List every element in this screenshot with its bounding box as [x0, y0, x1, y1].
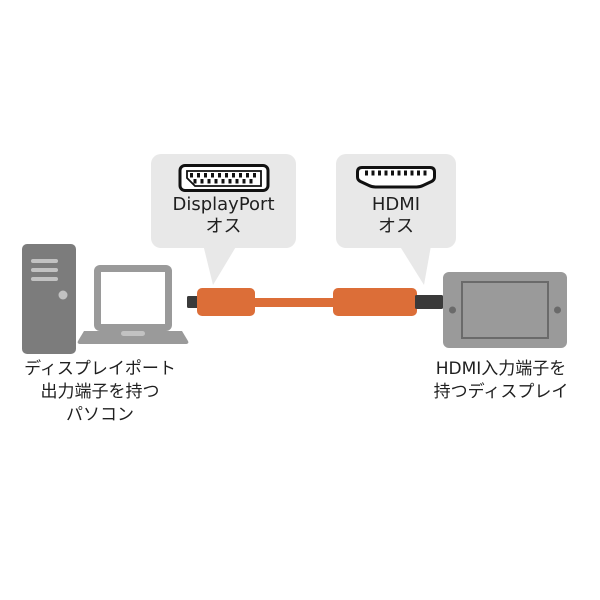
pc-caption-line-3: パソコン: [66, 405, 134, 425]
display-caption: HDMI入力端子を 持つディスプレイ: [406, 358, 596, 404]
displayport-callout-label: DisplayPort: [172, 194, 275, 215]
hdmi-callout-gender: オス: [378, 216, 414, 237]
hdmi-plug-tip: [415, 295, 443, 309]
displayport-plug-tip: [187, 296, 199, 308]
pc-caption-line-2: 出力端子を持つ: [40, 382, 160, 402]
displayport-callout-gender: オス: [205, 216, 242, 237]
power-button-icon: [58, 290, 68, 300]
pc-caption: ディスプレイポート 出力端子を持つ パソコン: [8, 358, 192, 427]
displayport-callout: DisplayPort オス: [151, 154, 296, 248]
hdmi-connector-icon: [356, 166, 436, 189]
hdmi-callout-label: HDMI: [371, 194, 421, 215]
display-caption-line-2: 持つディスプレイ: [433, 382, 569, 402]
cable-cord: [253, 298, 335, 307]
pc-caption-line-1: ディスプレイポート: [24, 359, 176, 379]
monitor-illustration: [443, 272, 567, 348]
hdmi-plug-body: [333, 288, 417, 316]
laptop-illustration: [77, 265, 189, 344]
desktop-pc-illustration: [22, 244, 76, 354]
displayport-connector-icon: [178, 164, 269, 192]
hdmi-callout: HDMI オス: [336, 154, 456, 248]
display-caption-line-1: HDMI入力端子を: [435, 359, 567, 379]
displayport-plug-body: [197, 288, 255, 316]
cable-illustration: [187, 288, 443, 316]
displayport-callout-tail: [202, 240, 240, 285]
hdmi-callout-tail: [396, 240, 432, 285]
